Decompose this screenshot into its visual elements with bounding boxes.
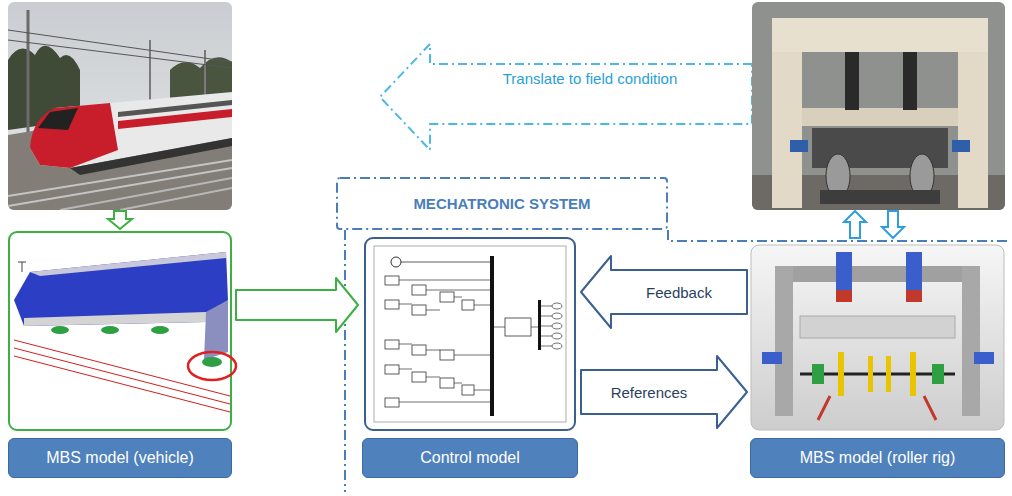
arrow-caption: Translate to field condition — [440, 70, 740, 87]
system-region: MECHATRONIC SYSTEM Control model MBS model… — [336, 177, 1012, 496]
region-line — [344, 230, 346, 492]
region-heading: MECHATRONIC SYSTEM — [413, 195, 590, 212]
arrow-label: Feedback — [644, 284, 714, 301]
model-panel: MBS model (vehicle) — [8, 218, 232, 478]
block-arrow — [236, 278, 358, 332]
roller-rig-photo — [752, 2, 1005, 210]
panel-label: MBS model (vehicle) — [46, 449, 194, 467]
translate-arrow — [380, 44, 752, 150]
panel-label: Control model — [420, 449, 520, 467]
roller-rig-model — [751, 245, 1004, 430]
region-line — [668, 230, 1010, 241]
model-panel: MBS model (roller rig) — [750, 238, 1005, 478]
label-box: MBS model (roller rig) — [750, 438, 1005, 478]
vehicle-model — [9, 232, 236, 430]
control-block-diagram — [365, 238, 575, 430]
block-arrow — [581, 356, 747, 428]
label-box: MBS model (vehicle) — [8, 438, 232, 478]
green-arrow — [108, 211, 132, 229]
arrow-label: References — [609, 384, 690, 401]
model-panel: Control model — [362, 238, 578, 478]
dash-dot-border — [337, 178, 667, 229]
train-photo — [8, 2, 232, 210]
label-box: Control model — [362, 438, 578, 478]
down-arrow — [882, 211, 904, 238]
up-arrow — [844, 211, 866, 238]
heading-box: MECHATRONIC SYSTEM — [336, 177, 668, 230]
panel-label: MBS model (roller rig) — [800, 449, 956, 467]
block-arrow — [581, 256, 747, 328]
